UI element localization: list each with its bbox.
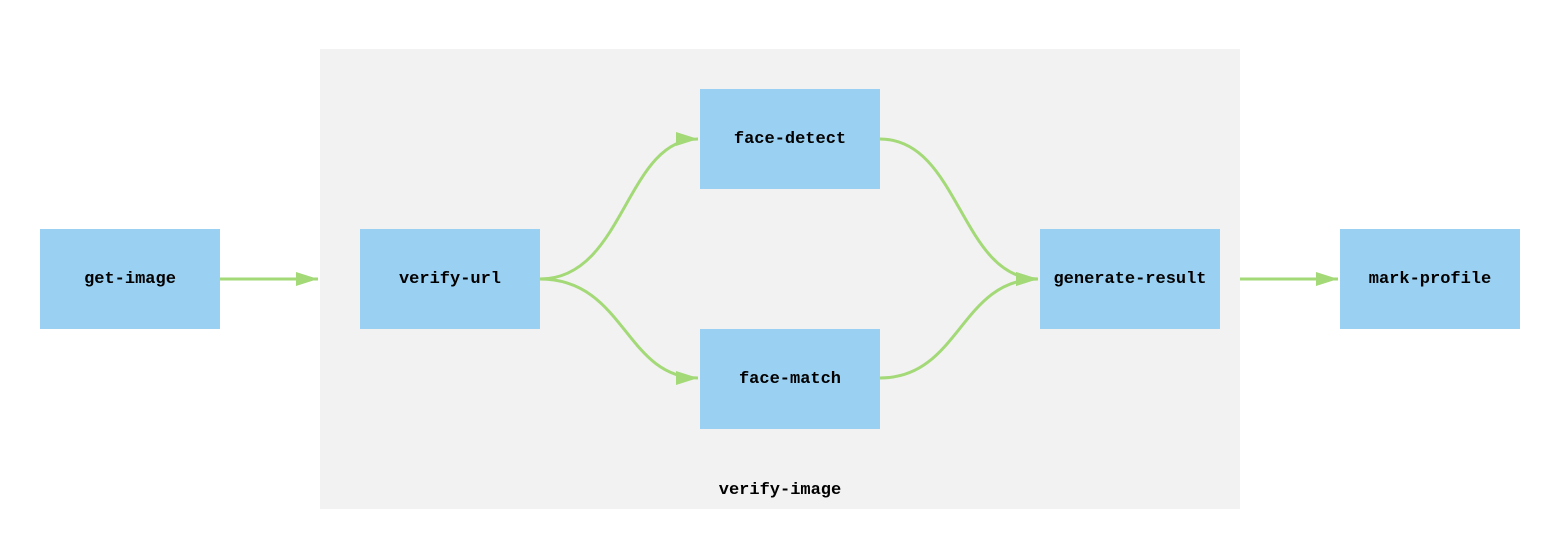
node-label: verify-url bbox=[398, 269, 502, 289]
node-get-image: get-image bbox=[40, 229, 220, 329]
node-verify-url: verify-url bbox=[360, 229, 540, 329]
node-label: generate-result bbox=[1053, 269, 1207, 289]
edge-face-match-to-generate-result bbox=[879, 272, 1039, 380]
edge-verify-url-to-face-match bbox=[539, 277, 699, 385]
node-label: face-match bbox=[738, 369, 842, 389]
node-face-detect: face-detect bbox=[700, 89, 880, 189]
node-label: get-image bbox=[84, 269, 176, 289]
node-label: mark-profile bbox=[1368, 269, 1492, 289]
node-mark-profile: mark-profile bbox=[1340, 229, 1520, 329]
node-generate-result: generate-result bbox=[1040, 229, 1220, 329]
edge-face-detect-to-generate-result bbox=[879, 137, 1039, 286]
node-label: face-detect bbox=[733, 129, 847, 149]
node-face-match: face-match bbox=[700, 329, 880, 429]
group-label: verify-image bbox=[718, 481, 842, 500]
edge-verify-url-to-face-detect bbox=[539, 132, 699, 281]
